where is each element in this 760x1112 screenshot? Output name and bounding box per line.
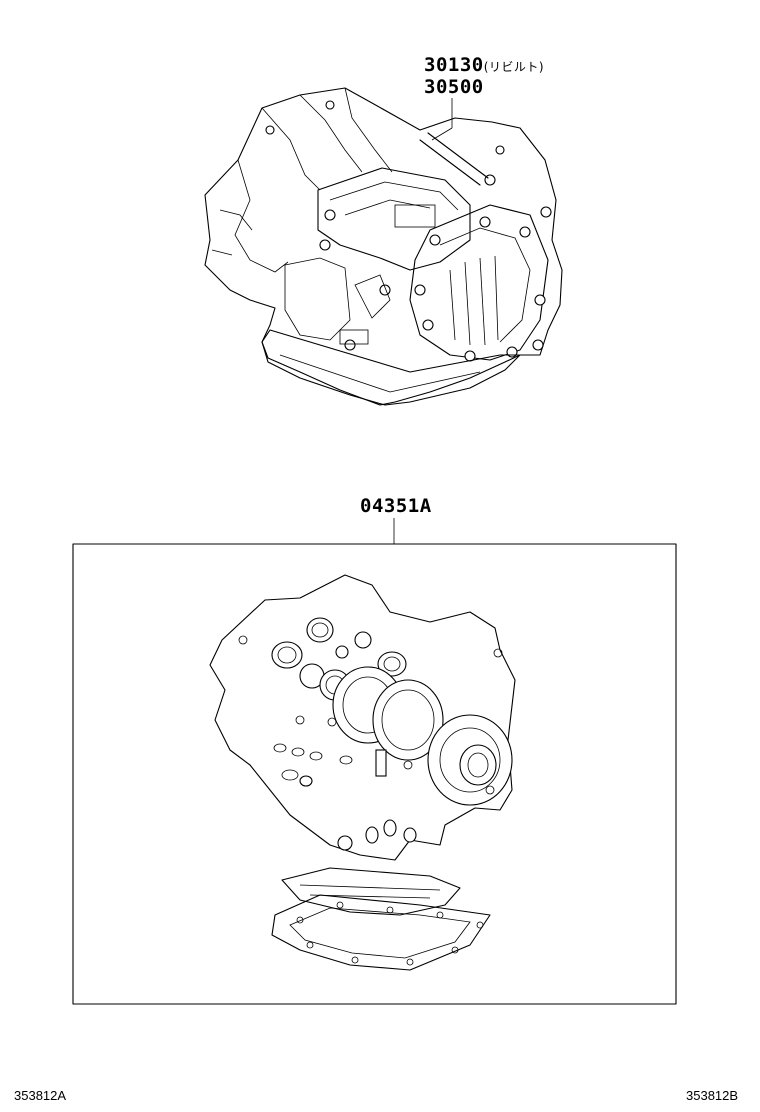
oil-pan <box>261 329 521 406</box>
gasket-holes <box>238 635 503 795</box>
figure-code-right: 353812B <box>686 1088 739 1103</box>
rebuilt-note: (リビルト) <box>483 60 545 74</box>
valve-body-gasket <box>281 867 461 916</box>
seal-rings <box>271 617 513 851</box>
part-number-04351a[interactable]: 04351A <box>360 495 432 517</box>
center-case <box>317 167 471 271</box>
pan-bolt-holes <box>296 901 484 966</box>
oil-pan-gasket <box>271 894 491 971</box>
figure-code-left: 353812A <box>14 1088 67 1103</box>
kit-frame <box>72 543 677 1005</box>
housing-bolts <box>265 100 552 362</box>
part-number-30130[interactable]: 30130(リビルト) <box>424 54 545 76</box>
main-gasket <box>209 574 516 861</box>
transmission-housing <box>204 87 563 406</box>
part-number-30500[interactable]: 30500 <box>424 76 484 98</box>
